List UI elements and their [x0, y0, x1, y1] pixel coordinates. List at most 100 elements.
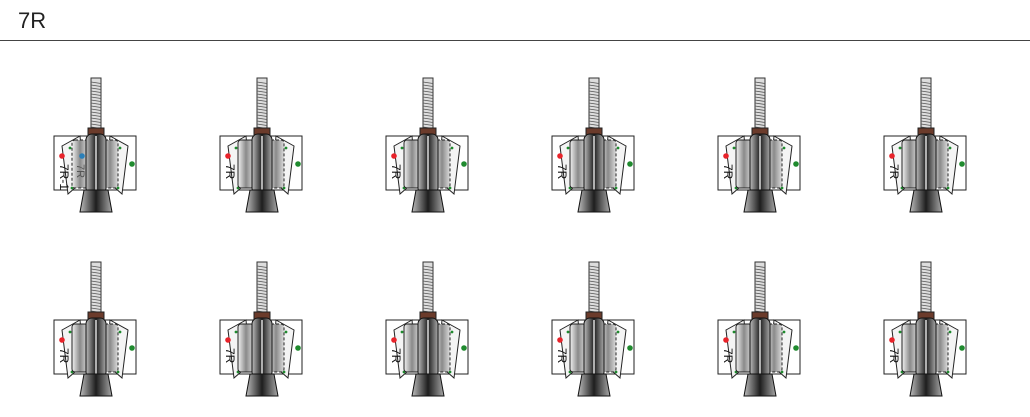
flap-dot: [450, 146, 454, 150]
flap-dot: [400, 330, 404, 334]
status-right-dot: [959, 161, 965, 167]
flap-dot: [284, 330, 288, 334]
unit-label: 7R: [887, 164, 901, 180]
status-left-dot: [723, 337, 729, 343]
flap-dot: [946, 370, 950, 374]
flap-dot: [450, 330, 454, 334]
flap-dot: [616, 330, 620, 334]
status-right-dot: [461, 161, 467, 167]
flap-dot: [234, 146, 238, 150]
flap-dot: [282, 370, 286, 374]
roller-unit-diagram: 7R: [385, 261, 469, 397]
roller-unit[interactable]: 7R: [40, 260, 150, 400]
unit-label: 7R: [721, 348, 735, 364]
flap-dot: [898, 330, 902, 334]
bottom-shoe: [743, 373, 777, 397]
unit-label: 7R: [887, 348, 901, 364]
flap-dot: [400, 146, 404, 150]
status-right-dot: [295, 345, 301, 351]
status-left-dot: [59, 153, 65, 159]
unit-sublabel: 7R: [74, 164, 86, 178]
flap-dot: [614, 186, 618, 190]
unit-label: 7R: [555, 348, 569, 364]
flap-dot: [68, 146, 72, 150]
selected-marker: [79, 153, 85, 159]
unit-label: 7R: [555, 164, 569, 180]
roller-unit[interactable]: 7R: [538, 260, 648, 400]
roller-unit[interactable]: 7R: [538, 76, 648, 216]
status-right-dot: [295, 161, 301, 167]
bolt-thread: [754, 81, 766, 129]
status-left-dot: [391, 337, 397, 343]
page-title: 7R: [18, 8, 47, 33]
flap-dot: [68, 330, 72, 334]
flap-dot: [234, 330, 238, 334]
flap-dot: [284, 146, 288, 150]
bottom-shoe: [79, 189, 113, 213]
unit-label: 7R: [223, 348, 237, 364]
roller-unit-diagram: 7R: [53, 261, 137, 397]
bolt-thread: [422, 265, 434, 313]
flap-dot: [948, 330, 952, 334]
bottom-shoe: [577, 373, 611, 397]
status-right-dot: [793, 345, 799, 351]
roller-unit-diagram: 7R: [883, 261, 967, 397]
status-left-dot: [225, 153, 231, 159]
roller-unit[interactable]: 7R: [372, 260, 482, 400]
roller-unit-diagram: 7R: [883, 77, 967, 213]
roller-unit[interactable]: 7R: [870, 260, 980, 400]
unit-label: 7R: [721, 164, 735, 180]
flap-dot: [782, 146, 786, 150]
bolt-thread: [920, 81, 932, 129]
flap-dot: [116, 370, 120, 374]
flap-dot: [566, 330, 570, 334]
flap-dot: [614, 370, 618, 374]
status-right-dot: [627, 345, 633, 351]
roller-unit-diagram: 7R: [219, 77, 303, 213]
status-left-dot: [225, 337, 231, 343]
roller-unit[interactable]: 7R: [206, 76, 316, 216]
bolt-thread: [422, 81, 434, 129]
bolt-thread: [920, 265, 932, 313]
status-left-dot: [391, 153, 397, 159]
unit-label: 7R: [223, 164, 237, 180]
status-right-dot: [129, 345, 135, 351]
unit-label: 7R-1: [57, 164, 71, 190]
status-right-dot: [793, 161, 799, 167]
roller-unit[interactable]: 7R: [704, 76, 814, 216]
unit-label: 7R: [389, 164, 403, 180]
status-left-dot: [723, 153, 729, 159]
roller-unit[interactable]: 7R: [704, 260, 814, 400]
flap-dot: [118, 330, 122, 334]
bottom-shoe: [245, 189, 279, 213]
roller-unit[interactable]: 7R: [372, 76, 482, 216]
flap-dot: [70, 186, 74, 190]
status-left-dot: [557, 337, 563, 343]
flap-dot: [566, 146, 570, 150]
bolt-thread: [90, 265, 102, 313]
status-left-dot: [889, 337, 895, 343]
roller-unit-diagram: 7R: [551, 77, 635, 213]
flap-dot: [732, 330, 736, 334]
roller-unit-diagram: 7R: [551, 261, 635, 397]
roller-unit-diagram: 7R: [385, 77, 469, 213]
bottom-shoe: [411, 189, 445, 213]
flap-dot: [782, 330, 786, 334]
flap-dot: [948, 146, 952, 150]
flap-dot: [116, 186, 120, 190]
flap-dot: [448, 370, 452, 374]
status-right-dot: [959, 345, 965, 351]
flap-dot: [732, 146, 736, 150]
roller-unit[interactable]: 7R: [206, 260, 316, 400]
bottom-shoe: [411, 373, 445, 397]
roller-unit[interactable]: 7R: [870, 76, 980, 216]
flap-dot: [282, 186, 286, 190]
flap-dot: [780, 370, 784, 374]
bottom-shoe: [743, 189, 777, 213]
bottom-shoe: [245, 373, 279, 397]
status-left-dot: [59, 337, 65, 343]
bottom-shoe: [909, 189, 943, 213]
